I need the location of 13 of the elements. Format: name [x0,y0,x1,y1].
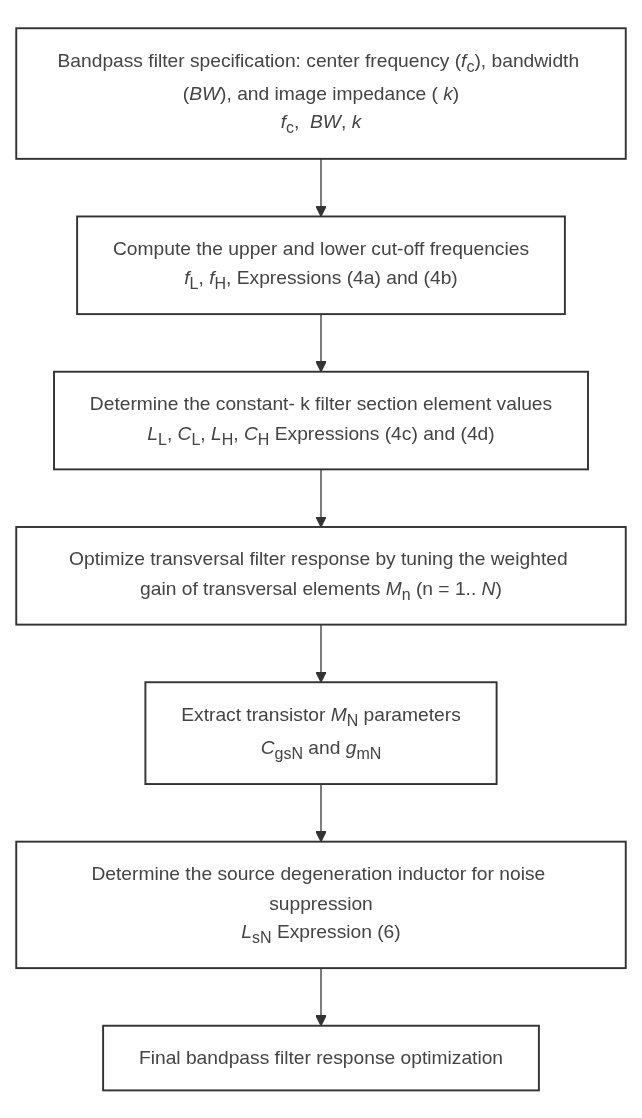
arrow [315,783,327,842]
node-box: Determine the source degeneration inductor for noise suppression L$_{sN}$ Expression (6) [15,840,627,969]
arrow [315,623,327,683]
node-box: Determine the constant- k filter section element values L$_{L}$, C$_{L}$, L$_{H}$, C$_{H}$ Expressions (4c) and (4d) [53,370,589,470]
node-box: Final bandpass filter response optimization [102,1024,540,1092]
node-box: Bandpass filter specification: center frequency (f$_{c}$), bandwidth (BW), and image impedance ( k) f$_{c}$, BW, k [15,26,627,160]
arrow [315,468,327,528]
node-box: Compute the upper and lower cut-off frequencies f$_{L}$, f$_{H}$, Expressions (4a) and (4b) [76,215,566,315]
arrow [315,157,327,217]
node-box: Optimize transversal filter response by tuning the weighted gain of transversal elements M$_{n}$ (n = 1.. N) [15,525,627,626]
node-box: Extract transistor M$_{N}$ parameters C$_{gsN}$ and g$_{mN}$ [144,680,498,785]
arrow [315,967,327,1026]
arrow [315,313,327,372]
